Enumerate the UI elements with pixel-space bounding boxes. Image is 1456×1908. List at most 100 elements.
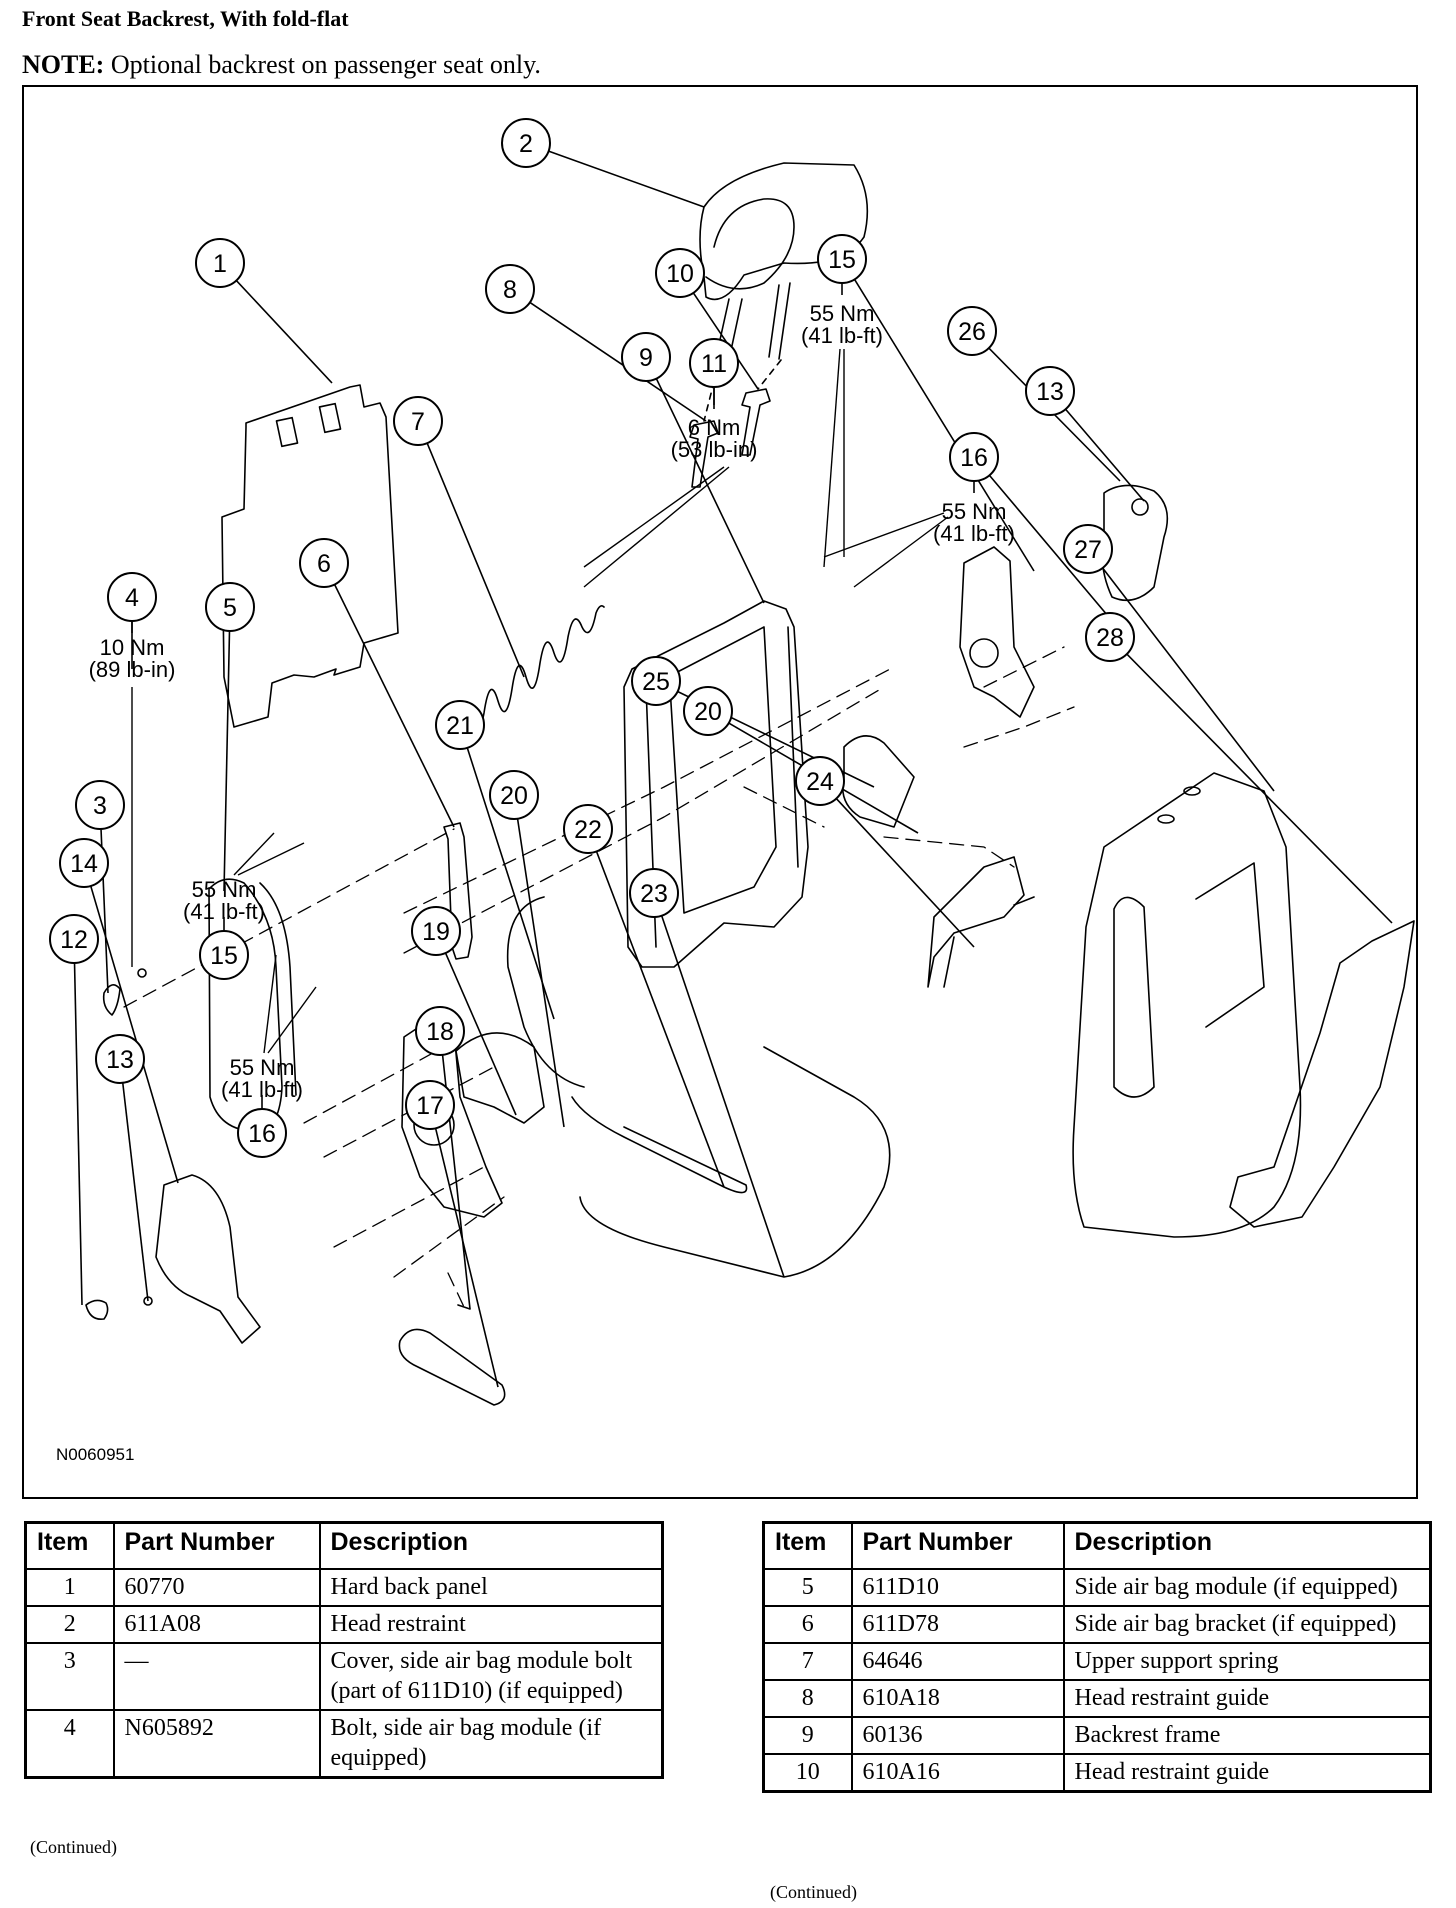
leader-line	[89, 885, 179, 1184]
item-cell: 9	[762, 1716, 853, 1755]
callout-22: 22	[563, 804, 613, 854]
torque-spec-16: 55 Nm(41 lb-ft)	[823, 481, 1015, 588]
leader-line	[823, 348, 841, 568]
callout-23: 23	[629, 868, 679, 918]
leader-line	[583, 466, 725, 568]
torque-imperial: (41 lb-ft)	[801, 323, 883, 348]
part-number-cell: 611A08	[112, 1605, 321, 1644]
torque-spec-16: 55 Nm(41 lb-ft)	[221, 954, 317, 1109]
callout-circle	[393, 396, 443, 446]
part-number-cell: 610A18	[850, 1679, 1065, 1718]
callout-number: 12	[60, 926, 88, 954]
callout-circle	[411, 906, 461, 956]
callout-2: 2	[501, 118, 551, 168]
callout-13: 13	[95, 1034, 145, 1084]
leader-line	[263, 954, 277, 1054]
item-cell: 2	[24, 1605, 115, 1644]
callout-number: 5	[223, 594, 237, 622]
leader-line	[237, 842, 305, 876]
torque-metric: 10 Nm	[100, 635, 165, 660]
leader-line	[835, 798, 975, 948]
item-cell: 7	[762, 1642, 853, 1681]
air-bag-module-bolt-part	[137, 968, 147, 978]
leader-line	[1101, 567, 1275, 792]
callout-15: 15	[817, 234, 867, 284]
wire-harness-part	[506, 896, 585, 1088]
callout-circle	[415, 1006, 465, 1056]
callout-circle	[1085, 612, 1135, 662]
leader-line	[466, 747, 555, 1020]
note-text: Optional backrest on passenger seat only…	[104, 50, 541, 79]
callout-number: 26	[958, 318, 986, 346]
callout-number: 7	[411, 408, 425, 436]
leader-line	[426, 442, 525, 678]
recliner-cover-part	[1101, 484, 1169, 602]
recliner-trim-14-part	[155, 1174, 261, 1344]
part-number-cell: —	[112, 1642, 321, 1711]
leader-line	[583, 466, 730, 588]
callout-7: 7	[393, 396, 443, 446]
callout-13: 13	[1025, 366, 1075, 416]
support-mat-24-part	[927, 856, 1025, 988]
callout-24: 24	[795, 756, 845, 806]
callout-9: 9	[621, 332, 671, 382]
header-item: Item	[24, 1521, 115, 1570]
handle-17-part	[398, 1328, 506, 1406]
alignment-lines	[123, 646, 1075, 1308]
head-restraint-guide-8-part	[689, 420, 719, 488]
description-cell: Cover, side air bag module bolt (part of…	[318, 1642, 664, 1711]
item-cell: 6	[762, 1605, 853, 1644]
torque-metric: 55 Nm	[192, 877, 257, 902]
callout-number: 4	[125, 584, 139, 612]
callout-27: 27	[1063, 524, 1113, 574]
part-number-cell: 611D10	[850, 1568, 1065, 1607]
callout-16: 16	[949, 432, 999, 482]
callout-circle	[59, 838, 109, 888]
callout-21: 21	[435, 700, 485, 750]
actuator-19-part	[455, 1032, 545, 1124]
panel-opening	[318, 402, 342, 434]
callout-number: 11	[701, 350, 727, 378]
callout-number: 21	[446, 712, 474, 740]
torque-spec-11: 6 Nm(53 lb-in)	[583, 387, 758, 588]
torque-metric: 55 Nm	[230, 1055, 295, 1080]
callout-number: 14	[70, 850, 98, 878]
callout-circle	[485, 264, 535, 314]
leader-line	[516, 818, 565, 1128]
callout-circle	[49, 914, 99, 964]
callout-12: 12	[49, 914, 99, 964]
callout-number: 16	[960, 444, 988, 472]
part-number-cell: 64646	[850, 1642, 1065, 1681]
description-cell: Bolt, side air bag module (if equipped)	[318, 1709, 664, 1779]
continued-note-right: (Continued)	[770, 1882, 857, 1902]
callout-circle	[1025, 366, 1075, 416]
callout-number: 13	[1036, 378, 1064, 406]
callout-3: 3	[75, 780, 125, 830]
callout-circle	[621, 332, 671, 382]
callout-number: 23	[640, 880, 668, 908]
backrest-panel-28-part	[1229, 920, 1415, 1228]
callout-number: 2	[519, 130, 533, 158]
callout-circle	[205, 582, 255, 632]
item-cell: 5	[762, 1568, 853, 1607]
part-number-cell: 610A16	[850, 1753, 1065, 1793]
note: NOTE: Optional backrest on passenger sea…	[22, 50, 541, 80]
leader-line	[333, 584, 455, 828]
torque-imperial: (53 lb-in)	[671, 437, 758, 462]
callout-circle	[631, 656, 681, 706]
torque-spec-15: 55 Nm(41 lb-ft)	[801, 283, 883, 568]
callout-number: 27	[1074, 536, 1102, 564]
item-cell: 8	[762, 1679, 853, 1718]
callout-circle	[683, 686, 733, 736]
callout-circle	[563, 804, 613, 854]
leader-line	[267, 986, 317, 1054]
description-cell: Head restraint	[318, 1605, 664, 1644]
leader-line	[823, 512, 945, 558]
item-cell: 10	[762, 1753, 853, 1793]
callout-number: 19	[422, 918, 450, 946]
callout-circle	[489, 770, 539, 820]
